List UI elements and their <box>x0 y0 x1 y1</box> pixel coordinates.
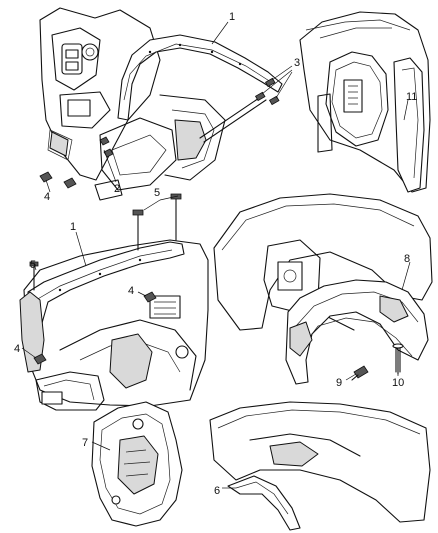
callout-10: 10 <box>392 377 404 389</box>
panel-bottom-left-splash-shield <box>91 401 183 527</box>
callout-4-mid: 4 <box>128 285 134 297</box>
callout-7: 7 <box>82 437 88 449</box>
panel-bottom-right-flare-trim <box>209 401 431 531</box>
panel-top-left-fender-assembly <box>39 7 283 201</box>
callout-1-top: 1 <box>229 11 235 23</box>
leader-lines <box>21 21 411 489</box>
callout-3: 3 <box>294 57 300 69</box>
push-pin-icon <box>392 343 404 375</box>
callout-9: 9 <box>336 377 342 389</box>
panel-top-right-fender-rear <box>299 11 431 193</box>
callout-1-mid: 1 <box>70 221 76 233</box>
callout-5-left: 5 <box>30 259 36 271</box>
screw-icon <box>351 365 369 381</box>
panel-middle-left-fender-install <box>19 193 209 411</box>
callout-labels: 1 3 11 2 4 5 1 5 8 4 4 9 10 7 6 <box>14 11 417 497</box>
callout-6: 6 <box>214 485 220 497</box>
bolt-icon <box>254 77 280 106</box>
callout-5-right: 5 <box>154 187 160 199</box>
callout-8: 8 <box>404 253 410 265</box>
callout-2: 2 <box>114 183 120 195</box>
callout-4-bot: 4 <box>14 343 20 355</box>
callout-11: 11 <box>406 91 417 103</box>
callout-4-top: 4 <box>44 191 50 203</box>
panel-middle-right-wheelhouse-liner <box>213 193 433 385</box>
